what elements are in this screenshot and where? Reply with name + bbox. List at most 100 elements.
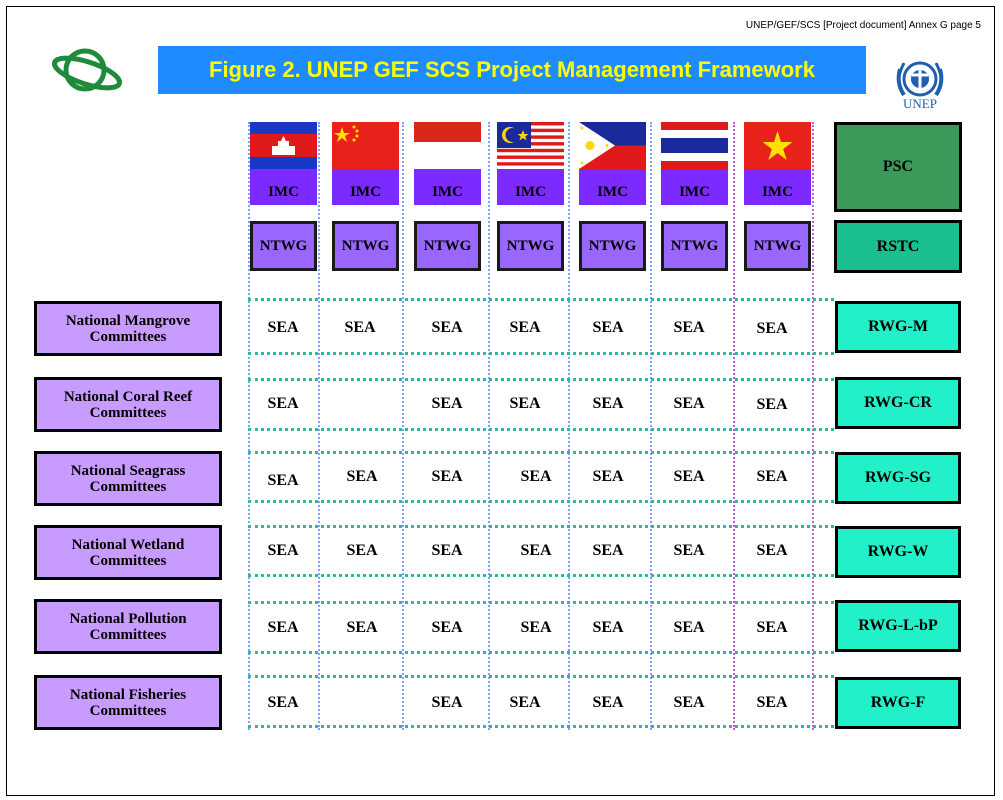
ntwg-box: NTWG [661,221,728,271]
sea-cell: SEA [592,694,624,711]
rwg-box: RWG-F [835,677,961,729]
sea-cell: SEA [756,542,788,559]
ntwg-box: NTWG [497,221,564,271]
vietnam-flag [744,122,811,169]
ntwg-box: NTWG [579,221,646,271]
sea-cell: SEA [346,468,378,485]
row-divider [248,298,834,301]
row-divider [248,675,834,678]
figure-title: Figure 2. UNEP GEF SCS Project Managemen… [158,46,866,94]
sea-cell: SEA [346,542,378,559]
sea-cell: SEA [267,319,299,336]
sea-cell: SEA [756,619,788,636]
sea-cell: SEA [267,395,299,412]
sea-cell: SEA [673,619,705,636]
sea-cell: SEA [344,319,376,336]
sea-cell: SEA [673,694,705,711]
sea-cell: SEA [431,468,463,485]
thailand-flag [661,122,728,169]
sea-cell: SEA [592,542,624,559]
sea-cell: SEA [509,694,541,711]
ntwg-box: NTWG [414,221,481,271]
sea-cell: SEA [592,319,624,336]
rwg-box: RWG-M [835,301,961,353]
planet-logo-icon [51,48,123,92]
row-divider [248,451,834,454]
row-divider [248,378,834,381]
imc-box: IMC [661,169,728,205]
ntwg-box: NTWG [250,221,317,271]
sea-cell: SEA [673,395,705,412]
sea-cell: SEA [756,468,788,485]
sea-cell: SEA [756,694,788,711]
unep-emblem-icon [896,61,944,97]
sea-cell: SEA [673,319,705,336]
sea-cell: SEA [431,542,463,559]
column-divider [650,122,652,730]
sea-cell: SEA [267,619,299,636]
sea-cell: SEA [520,468,552,485]
unep-label: UNEP [903,96,937,111]
column-divider [488,122,490,730]
imc-box: IMC [744,169,811,205]
rwg-box: RWG-CR [835,377,961,429]
cambodia-flag [250,122,317,169]
sea-cell: SEA [592,468,624,485]
malaysia-flag [497,122,564,169]
psc-box: PSC [834,122,962,212]
sea-cell: SEA [431,395,463,412]
imc-box: IMC [579,169,646,205]
rwg-box: RWG-W [835,526,961,578]
column-divider [733,122,735,730]
committee-box: National Fisheries Committees [34,675,222,730]
page-frame [6,6,995,796]
column-divider [812,122,814,730]
ntwg-box: NTWG [744,221,811,271]
indonesia-flag [414,122,481,169]
sea-cell: SEA [509,395,541,412]
sea-cell: SEA [267,542,299,559]
sea-cell: SEA [431,694,463,711]
imc-box: IMC [332,169,399,205]
sea-cell: SEA [267,694,299,711]
ntwg-box: NTWG [332,221,399,271]
row-divider [248,725,834,728]
row-divider [248,525,834,528]
sea-cell: SEA [267,472,299,489]
philippines-flag [579,122,646,169]
sea-cell: SEA [756,320,788,337]
header-note: UNEP/GEF/SCS [Project document] Annex G … [745,20,981,31]
sea-cell: SEA [673,542,705,559]
sea-cell: SEA [592,395,624,412]
imc-box: IMC [497,169,564,205]
row-divider [248,574,834,577]
sea-cell: SEA [673,468,705,485]
sea-cell: SEA [431,319,463,336]
sea-cell: SEA [431,619,463,636]
row-divider [248,651,834,654]
rwg-box: RWG-L-bP [835,600,961,652]
china-flag [332,122,399,169]
column-divider [402,122,404,730]
sea-cell: SEA [509,319,541,336]
committee-box: National Mangrove Committees [34,301,222,356]
sea-cell: SEA [592,619,624,636]
committee-box: National Wetland Committees [34,525,222,580]
row-divider [248,500,834,503]
rstc-box: RSTC [834,220,962,273]
row-divider [248,428,834,431]
sea-cell: SEA [346,619,378,636]
committee-box: National Seagrass Committees [34,451,222,506]
committee-box: National Coral Reef Committees [34,377,222,432]
column-divider [568,122,570,730]
column-divider [248,122,250,730]
sea-cell: SEA [520,619,552,636]
imc-box: IMC [250,169,317,205]
row-divider [248,352,834,355]
rwg-box: RWG-SG [835,452,961,504]
sea-cell: SEA [520,542,552,559]
committee-box: National Pollution Committees [34,599,222,654]
row-divider [248,601,834,604]
imc-box: IMC [414,169,481,205]
